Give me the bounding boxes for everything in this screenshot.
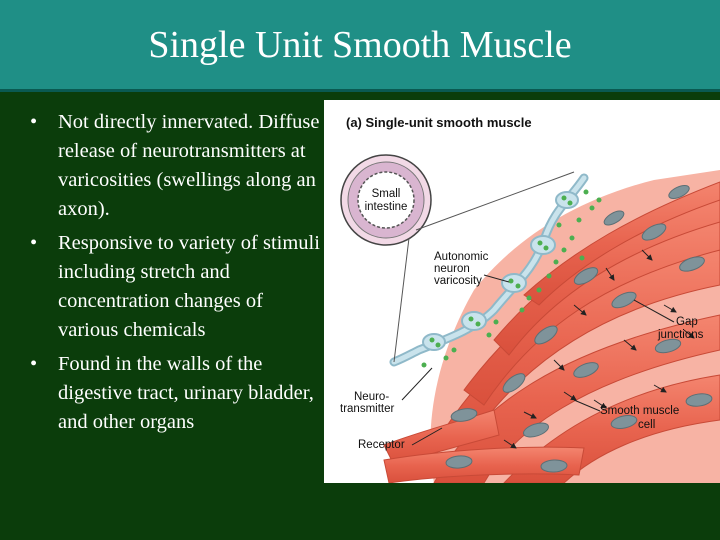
bullet-marker: • (30, 232, 38, 254)
label-junctions: junctions (657, 329, 704, 341)
bullet-item: • Not directly innervated. Diffuse relea… (26, 108, 322, 224)
label-small-intestine-line2: intestine (365, 201, 408, 213)
bullet-marker: • (30, 353, 38, 375)
bullet-text: Not directly innervated. Diffuse release… (58, 111, 320, 220)
label-neuron: neuron (434, 263, 470, 275)
neurotransmitter-dots (421, 189, 602, 368)
label-neuro: Neuro- (354, 391, 389, 403)
bullet-marker: • (30, 111, 38, 133)
cell-nuclei (445, 185, 713, 473)
bullet-list: • Not directly innervated. Diffuse relea… (26, 108, 322, 442)
label-autonomic: Autonomic (434, 251, 489, 263)
bullet-item: • Responsive to variety of stimuli inclu… (26, 229, 322, 345)
label-cell: cell (638, 419, 655, 431)
zoom-lines (393, 171, 575, 363)
smooth-muscle-figure: (a) Single-unit smooth muscle (324, 100, 720, 483)
gap-junction-arrows (503, 249, 695, 449)
label-transmitter: transmitter (340, 403, 394, 415)
figure-labels: Autonomic neuron varicosity Gap junction… (340, 251, 704, 451)
smooth-muscle-illustration: (a) Single-unit smooth muscle (340, 115, 720, 483)
bullet-item: • Found in the walls of the digestive tr… (26, 350, 322, 437)
label-varicosity: varicosity (434, 275, 482, 287)
figure-panel-title: (a) Single-unit smooth muscle (346, 115, 532, 130)
small-intestine-cross-section: Small intestine (340, 154, 432, 246)
label-receptor: Receptor (358, 439, 405, 451)
label-small-intestine-line1: Small (372, 188, 401, 200)
label-smooth-muscle: Smooth muscle (600, 405, 679, 417)
slide-title: Single Unit Smooth Muscle (148, 24, 572, 66)
title-bar: Single Unit Smooth Muscle (0, 0, 720, 92)
bullet-text: Responsive to variety of stimuli includi… (58, 232, 320, 341)
bullet-text: Found in the walls of the digestive trac… (58, 353, 314, 433)
label-gap: Gap (676, 316, 698, 328)
